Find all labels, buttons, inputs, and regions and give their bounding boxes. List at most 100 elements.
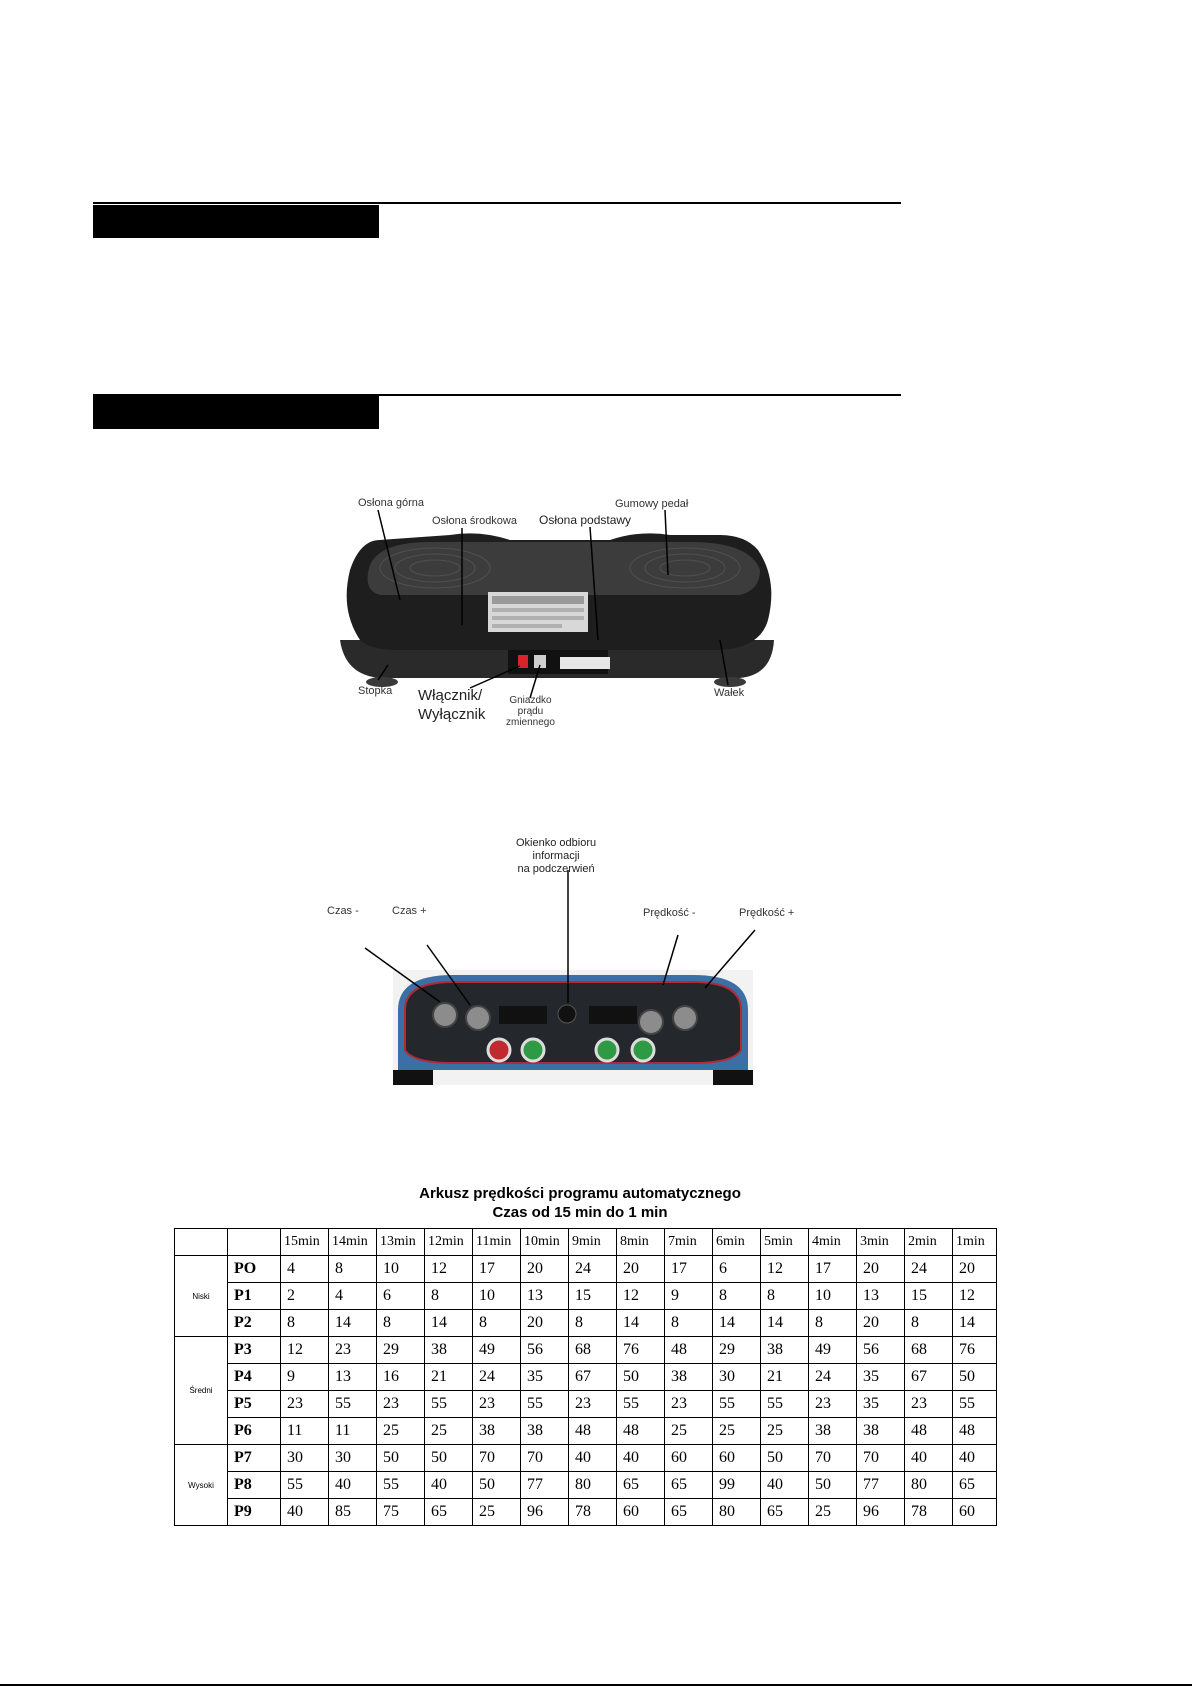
table-cell: 23	[664, 1390, 713, 1418]
table-cell: 25	[760, 1417, 809, 1445]
table-cell: 70	[520, 1444, 569, 1472]
table-cell: 60	[616, 1498, 665, 1526]
table-cell: 40	[280, 1498, 329, 1526]
table-cell: 65	[616, 1471, 665, 1499]
table-cell: 55	[376, 1471, 425, 1499]
label-czas-minus: Czas -	[327, 905, 359, 917]
table-cell: 10	[376, 1255, 425, 1283]
table-cell: 76	[616, 1336, 665, 1364]
label-gumowy-pedal: Gumowy pedał	[615, 498, 689, 510]
program-label: P8	[227, 1471, 281, 1499]
table-cell: 20	[952, 1255, 997, 1283]
program-label: P5	[227, 1390, 281, 1418]
table-cell: 15	[904, 1282, 953, 1310]
col-header: 12min	[424, 1228, 473, 1256]
table-cell: 65	[664, 1471, 713, 1499]
table-cell: 50	[424, 1444, 473, 1472]
table-cell: 25	[712, 1417, 761, 1445]
table-cell: 70	[856, 1444, 905, 1472]
table-cell: 20	[856, 1309, 905, 1337]
table-cell: 23	[568, 1390, 617, 1418]
table-cell: 55	[520, 1390, 569, 1418]
label-predkosc-minus: Prędkość -	[643, 907, 696, 919]
table-cell: 25	[472, 1498, 521, 1526]
table-cell: 4	[280, 1255, 329, 1283]
diagram2-leader-lines	[364, 870, 756, 1006]
table-cell: 38	[760, 1336, 809, 1364]
table-cell: 55	[952, 1390, 997, 1418]
table-cell: 2	[280, 1282, 329, 1310]
program-label: P1	[227, 1282, 281, 1310]
col-header: 5min	[760, 1228, 809, 1256]
label-oslona-srodkowa: Osłona środkowa	[432, 515, 517, 527]
col-header: 6min	[712, 1228, 761, 1256]
table-cell: 68	[568, 1336, 617, 1364]
table-cell: 96	[520, 1498, 569, 1526]
table-cell: 23	[472, 1390, 521, 1418]
table-cell: 48	[904, 1417, 953, 1445]
table-cell: 6	[376, 1282, 425, 1310]
table-title: Arkusz prędkości programu automatycznego	[419, 1185, 741, 1202]
header-empty-1	[174, 1228, 228, 1256]
col-header: 13min	[376, 1228, 425, 1256]
table-cell: 23	[376, 1390, 425, 1418]
table-cell: 23	[328, 1336, 377, 1364]
table-cell: 8	[664, 1309, 713, 1337]
table-cell: 15	[568, 1282, 617, 1310]
table-cell: 76	[952, 1336, 997, 1364]
table-cell: 13	[328, 1363, 377, 1391]
table-cell: 25	[424, 1417, 473, 1445]
page-bottom-rule	[0, 1684, 1192, 1686]
table-cell: 14	[424, 1309, 473, 1337]
table-cell: 25	[808, 1498, 857, 1526]
table-cell: 8	[712, 1282, 761, 1310]
program-label: P6	[227, 1417, 281, 1445]
program-label: P3	[227, 1336, 281, 1364]
program-label: P9	[227, 1498, 281, 1526]
table-cell: 21	[760, 1363, 809, 1391]
table-cell: 55	[712, 1390, 761, 1418]
table-cell: 67	[904, 1363, 953, 1391]
table-cell: 40	[568, 1444, 617, 1472]
table-subtitle: Czas od 15 min do 1 min	[492, 1204, 668, 1221]
table-cell: 8	[808, 1309, 857, 1337]
table-cell: 60	[664, 1444, 713, 1472]
col-header: 9min	[568, 1228, 617, 1256]
group-label: Niski	[174, 1255, 228, 1337]
table-cell: 8	[568, 1309, 617, 1337]
table-cell: 8	[760, 1282, 809, 1310]
table-cell: 23	[808, 1390, 857, 1418]
table-cell: 68	[904, 1336, 953, 1364]
table-cell: 20	[616, 1255, 665, 1283]
col-header: 3min	[856, 1228, 905, 1256]
section-rule-2	[93, 394, 901, 396]
label-predkosc-plus: Prędkość +	[739, 907, 795, 919]
program-label: P7	[227, 1444, 281, 1472]
table-cell: 13	[856, 1282, 905, 1310]
table-cell: 24	[904, 1255, 953, 1283]
table-cell: 50	[376, 1444, 425, 1472]
table-cell: 40	[760, 1471, 809, 1499]
table-cell: 14	[712, 1309, 761, 1337]
label-oslona-podstawy: Osłona podstawy	[539, 513, 632, 527]
device-photo	[340, 533, 774, 687]
table-cell: 30	[712, 1363, 761, 1391]
table-cell: 49	[808, 1336, 857, 1364]
table-cell: 12	[760, 1255, 809, 1283]
table-cell: 12	[952, 1282, 997, 1310]
table-cell: 13	[520, 1282, 569, 1310]
speed-table: 15min 14min 13min 12min 11min 10min 9min…	[174, 1228, 997, 1526]
table-cell: 8	[472, 1309, 521, 1337]
table-cell: 55	[280, 1471, 329, 1499]
table-cell: 30	[328, 1444, 377, 1472]
table-cell: 78	[568, 1498, 617, 1526]
table-cell: 25	[664, 1417, 713, 1445]
table-cell: 67	[568, 1363, 617, 1391]
label-walek: Wałek	[714, 687, 745, 699]
table-cell: 60	[952, 1498, 997, 1526]
